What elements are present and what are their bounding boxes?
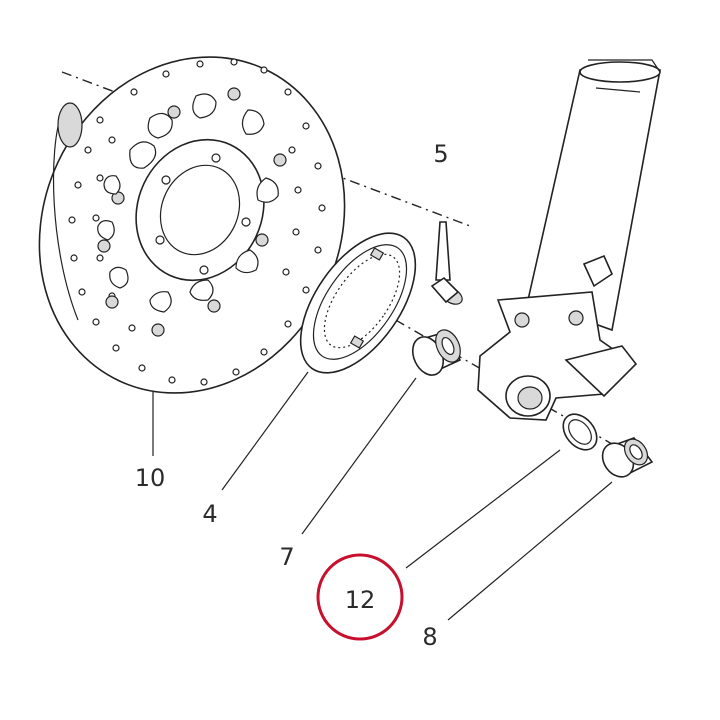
- leader-12: [405, 449, 561, 569]
- wheel-spacer: [411, 329, 462, 376]
- carrier-bolt-holes: [155, 153, 251, 275]
- disc-drilled-holes: [68, 58, 326, 386]
- leader-8: [447, 481, 613, 621]
- disc-carrier: [135, 138, 265, 282]
- o-ring: [562, 413, 598, 451]
- callout-8: 8: [422, 623, 437, 651]
- hub-stub: [57, 102, 83, 148]
- leader-4: [221, 371, 309, 491]
- leader-lines: [152, 371, 613, 621]
- caliper-mount: [582, 254, 614, 288]
- callout-7: 7: [279, 543, 294, 571]
- callout-4: 4: [202, 500, 217, 528]
- callout-12: 12: [345, 586, 376, 614]
- callout-labels: 10 4 7 12 8 5: [135, 140, 449, 651]
- axle-nut: [601, 437, 654, 478]
- callout-10: 10: [135, 464, 166, 492]
- brake-disc: [38, 56, 346, 394]
- disc-slots: [97, 93, 279, 313]
- leader-7: [301, 377, 417, 535]
- abs-tone-ring: [299, 232, 417, 374]
- callout-5: 5: [433, 140, 448, 168]
- highlight-circle: [316, 553, 404, 641]
- fork-top-cap: [579, 61, 661, 83]
- fork-leg: [477, 59, 661, 421]
- bolt: [430, 221, 463, 305]
- disc-rivets: [97, 87, 287, 337]
